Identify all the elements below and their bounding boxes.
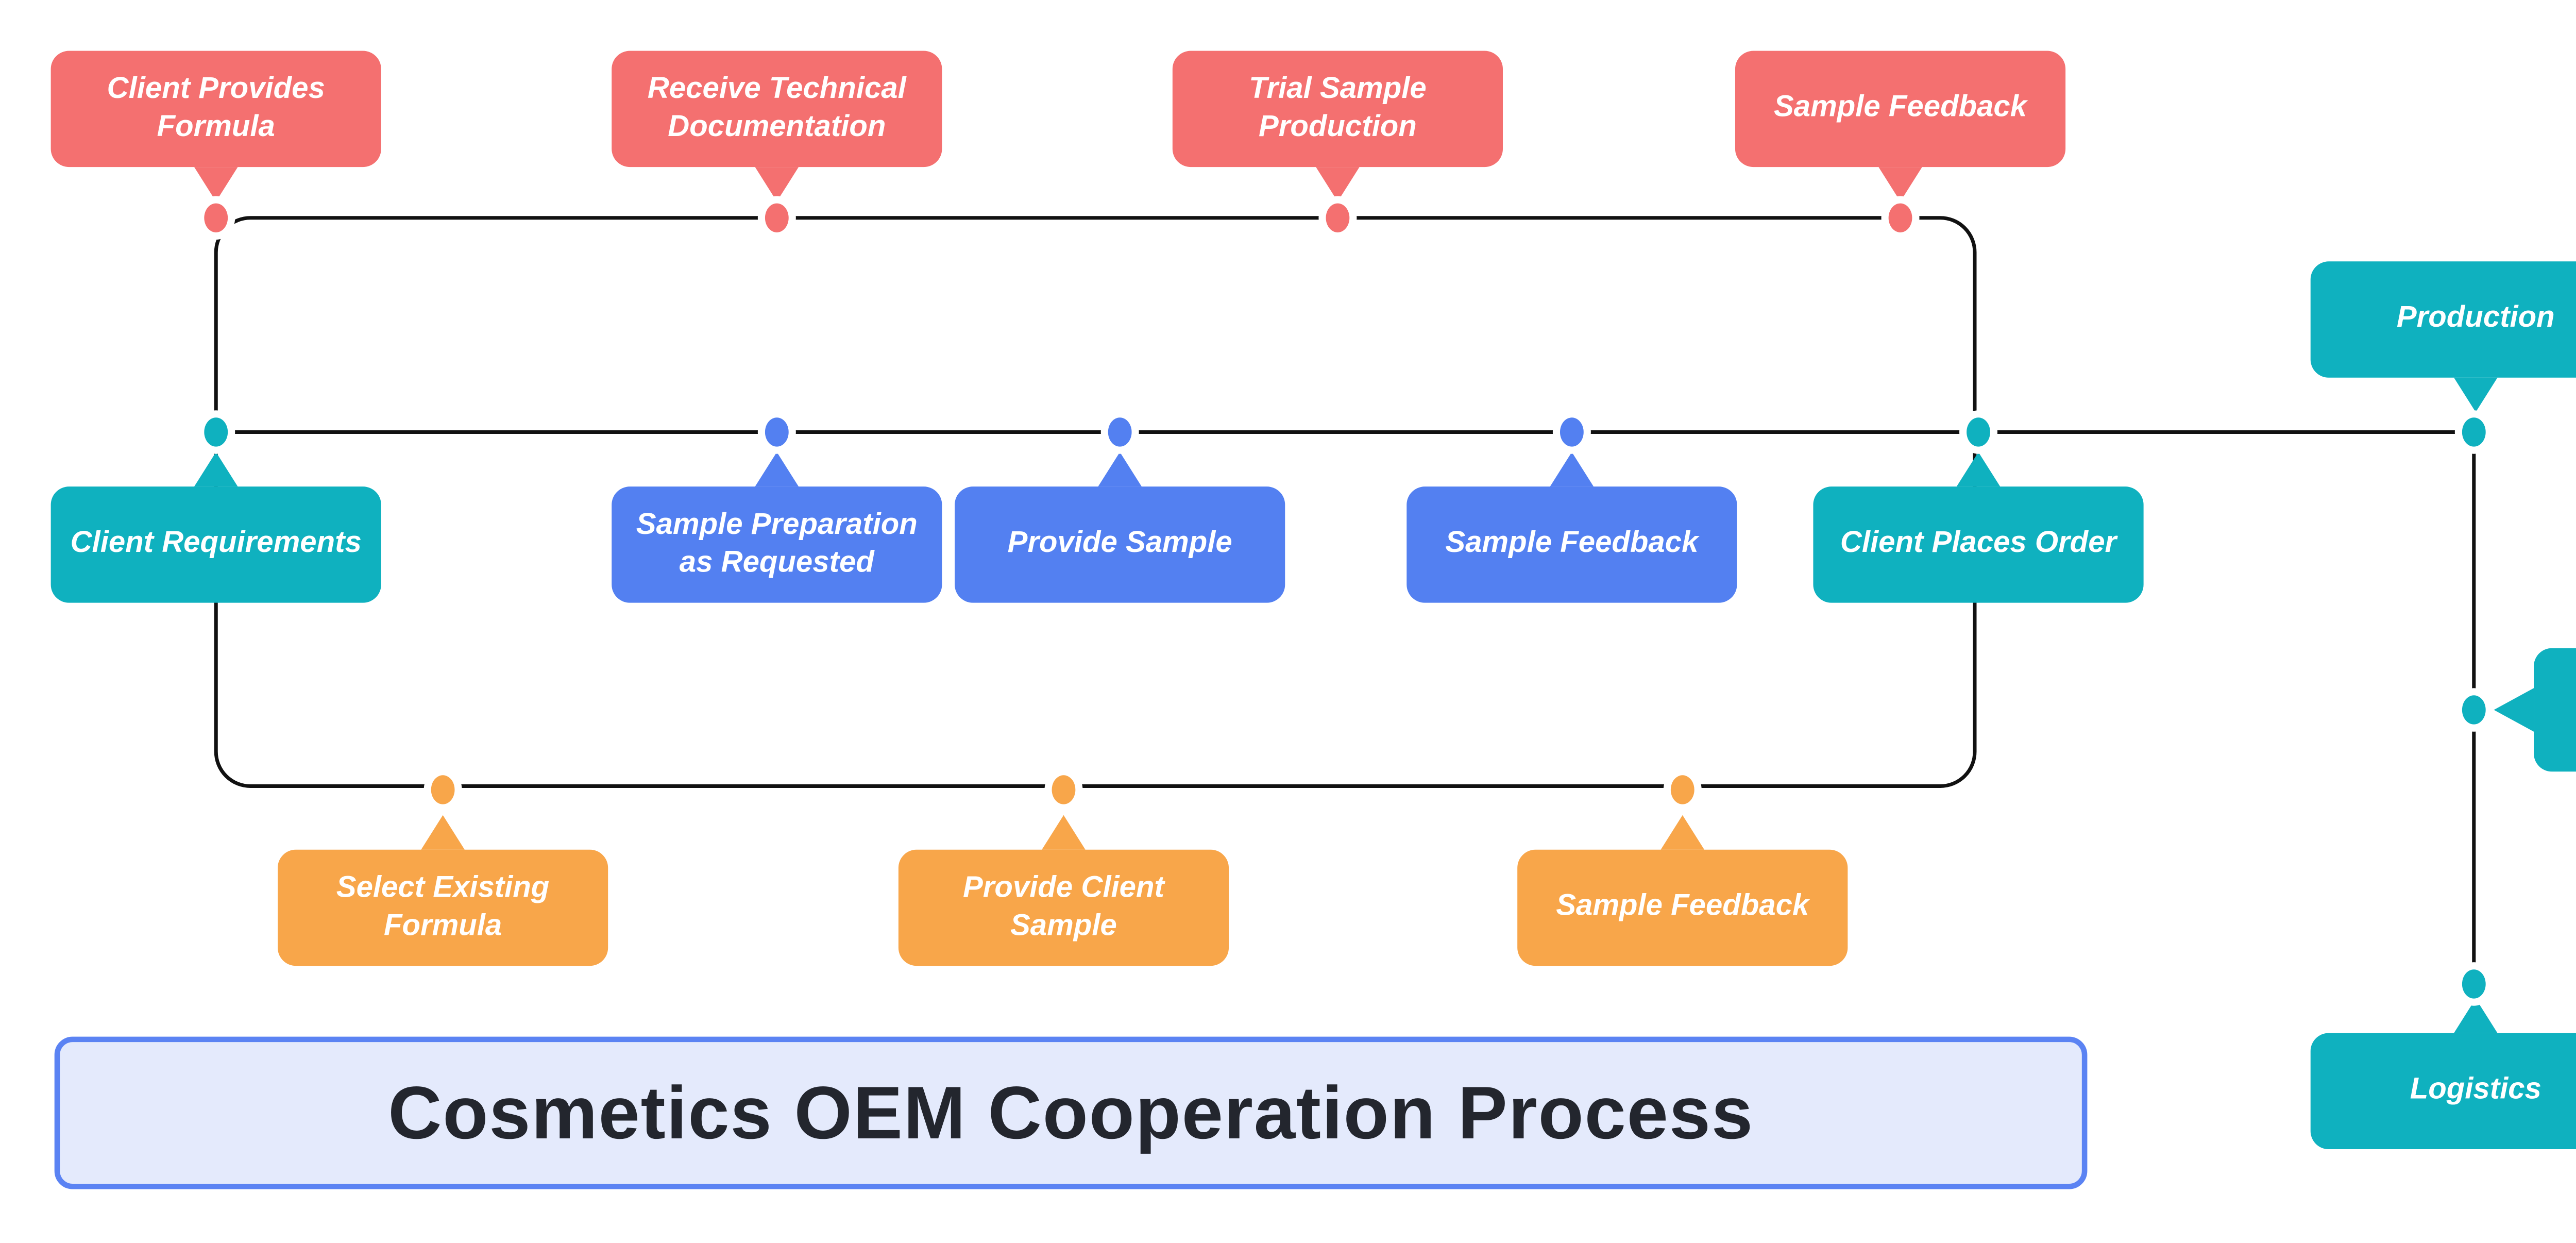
tail-up-icon (1098, 452, 1142, 487)
node-label: Receive Technical Documentation (647, 72, 906, 144)
node-label: Client Places Order (1840, 527, 2117, 560)
node-label: Provide Client Sample (962, 870, 1164, 943)
node-production: Production (2310, 261, 2576, 412)
node-label: Sample Preparation as Requested (636, 507, 918, 579)
node-sample-preparation-as-requested: Sample Preparation as Requested (612, 452, 942, 603)
connector-dot-provide-sample (1108, 417, 1132, 447)
node-client-requirements: Client Requirements (50, 452, 381, 603)
node-label: Production (2396, 301, 2555, 335)
node-finished-products: Finished Products (2494, 648, 2576, 772)
node-client-provides-formula: Client Provides Formula (50, 51, 381, 202)
connector-dot-receive-technical-documentation (765, 203, 789, 232)
node-label: Sample Feedback (1773, 91, 2027, 124)
node-label: Provide Sample (1007, 527, 1232, 560)
connector-dot-sample-preparation-as-requested (765, 417, 789, 447)
tail-down-icon (1316, 167, 1360, 202)
tail-up-icon (421, 815, 465, 850)
connector-dot-provide-client-sample (1052, 775, 1076, 804)
tail-up-icon (194, 452, 238, 487)
tail-up-icon (1660, 815, 1705, 850)
connector-dot-client-provides-formula (204, 203, 228, 232)
tail-down-icon (2454, 377, 2498, 412)
node-label: Client Provides Formula (107, 72, 325, 144)
node-client-places-order: Client Places Order (1813, 452, 2144, 603)
node-label: Client Requirements (70, 527, 362, 560)
middle-timeline-line (216, 430, 2474, 434)
connector-dot-logistics (2462, 969, 2486, 999)
connector-dot-sample-feedback-middle (1560, 417, 1584, 447)
node-provide-client-sample: Provide Client Sample (898, 815, 1229, 966)
node-trial-sample-production: Trial Sample Production (1172, 51, 1503, 202)
tail-left-icon (2494, 688, 2534, 732)
tail-down-icon (1878, 167, 1922, 202)
tail-up-icon (1042, 815, 1086, 850)
tail-up-icon (1550, 452, 1594, 487)
node-label: Logistics (2410, 1073, 2541, 1106)
page-title: Cosmetics OEM Cooperation Process (388, 1070, 1754, 1154)
tail-down-icon (194, 167, 238, 202)
node-label: Select Existing Formula (336, 870, 550, 943)
node-logistics: Logistics (2310, 998, 2576, 1150)
node-label: Trial Sample Production (1249, 72, 1427, 144)
tail-down-icon (755, 167, 799, 202)
connector-dot-client-requirements (204, 417, 228, 447)
node-provide-sample: Provide Sample (955, 452, 1285, 603)
connector-dot-client-places-order (1967, 417, 1990, 447)
node-label: Sample Feedback (1556, 890, 1809, 923)
connector-dot-finished-products (2462, 695, 2486, 725)
connector-dot-sample-feedback-top (1888, 203, 1912, 232)
node-sample-feedback-middle: Sample Feedback (1406, 452, 1737, 603)
node-label: Sample Feedback (1445, 527, 1699, 560)
node-sample-feedback-top: Sample Feedback (1735, 51, 2066, 202)
title-box: Cosmetics OEM Cooperation Process (54, 1036, 2088, 1189)
node-select-existing-formula: Select Existing Formula (278, 815, 608, 966)
connector-dot-select-existing-formula (431, 775, 455, 804)
connector-dot-sample-feedback-bottom (1670, 775, 1694, 804)
tail-up-icon (755, 452, 799, 487)
connector-dot-trial-sample-production (1326, 203, 1350, 232)
connector-dot-production (2462, 417, 2486, 447)
node-receive-technical-documentation: Receive Technical Documentation (612, 51, 942, 202)
tail-up-icon (1956, 452, 2001, 487)
node-sample-feedback-bottom: Sample Feedback (1517, 815, 1848, 966)
node-label: Finished Products (2541, 671, 2576, 749)
tail-up-icon (2454, 998, 2498, 1033)
